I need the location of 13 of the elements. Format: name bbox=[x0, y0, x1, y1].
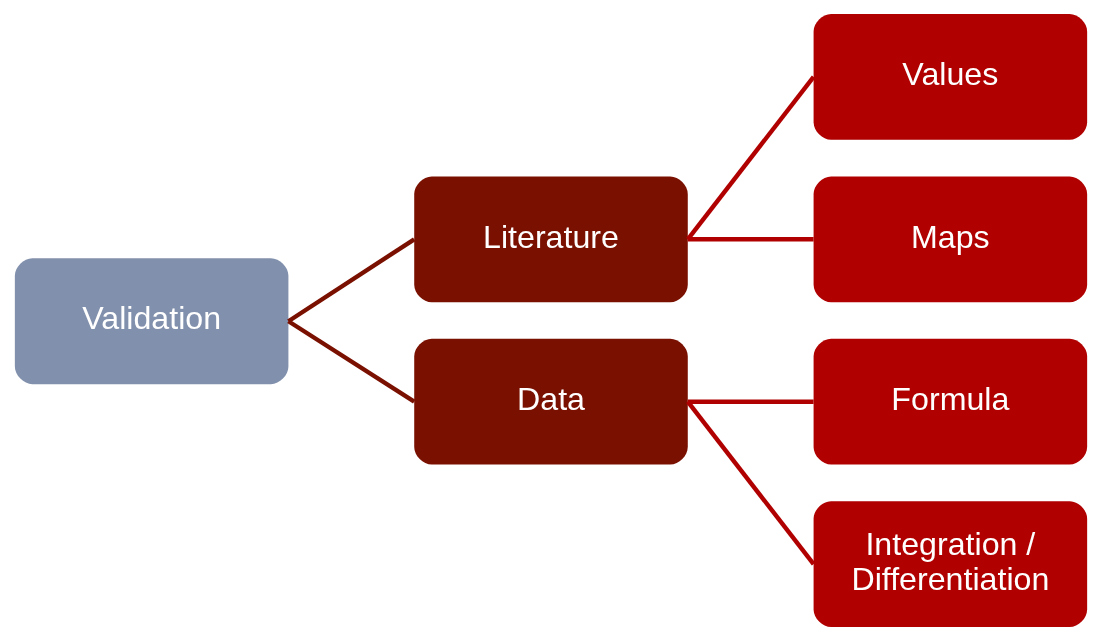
node-box: Values bbox=[813, 14, 1088, 140]
connector bbox=[686, 400, 816, 566]
node-box: Formula bbox=[813, 338, 1088, 465]
connector bbox=[287, 237, 416, 324]
node-box: Literature bbox=[414, 176, 688, 303]
connector bbox=[687, 237, 814, 242]
node-box: Data bbox=[414, 338, 688, 465]
node-box: Validation bbox=[14, 258, 289, 385]
connector bbox=[687, 399, 814, 404]
connector bbox=[686, 75, 816, 241]
node-box: Maps bbox=[813, 176, 1088, 303]
connector bbox=[287, 319, 416, 404]
node-box: Integration / Differentiation bbox=[813, 501, 1088, 627]
